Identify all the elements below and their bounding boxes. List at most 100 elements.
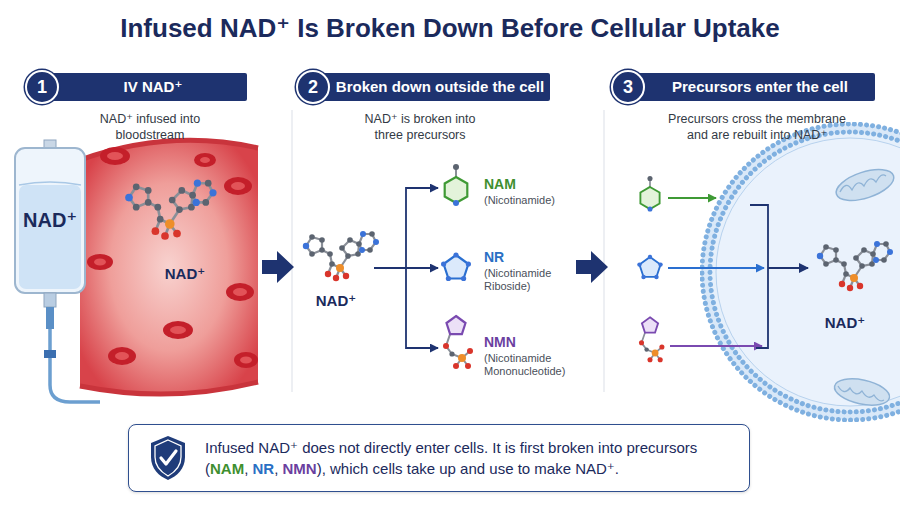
uptake-arrow bbox=[668, 197, 716, 199]
iv-bag bbox=[15, 140, 100, 402]
branch-arrow bbox=[374, 188, 438, 268]
summary-fragment: NMN bbox=[283, 460, 317, 477]
iv-bag-box: NAD⁺ bbox=[15, 150, 85, 290]
red-blood-cell bbox=[87, 254, 113, 270]
mitochondrion bbox=[838, 386, 884, 401]
step-header: 2Broken down outside the cell bbox=[296, 70, 550, 104]
step-description: NAD⁺ infused into bloodstream bbox=[95, 111, 205, 143]
branch-arrow bbox=[374, 267, 438, 269]
step-arrow bbox=[262, 251, 608, 283]
nad-molecule bbox=[817, 241, 893, 291]
diagram-title: Infused NAD⁺ Is Broken Down Before Cellu… bbox=[0, 13, 900, 44]
precursor-name: NAM bbox=[484, 176, 516, 192]
red-blood-cell bbox=[231, 182, 245, 190]
branch-arrow bbox=[374, 268, 438, 348]
step-number: 3 bbox=[611, 70, 645, 104]
blood-vessel bbox=[80, 140, 258, 394]
panel-divider bbox=[603, 110, 604, 392]
molecule-box: NAD⁺ bbox=[298, 222, 374, 314]
precursor-name: NMN bbox=[484, 334, 516, 350]
step-arrow bbox=[262, 251, 294, 283]
summary-box: Infused NAD⁺ does not directly enter cel… bbox=[128, 424, 750, 492]
shield-check-icon bbox=[151, 436, 185, 480]
iv-bag bbox=[15, 148, 85, 293]
precursor-molecule bbox=[441, 252, 471, 281]
uptake-arrow bbox=[668, 267, 764, 269]
precursor-molecule bbox=[640, 176, 659, 212]
iv-bag bbox=[19, 182, 81, 185]
shield-check-icon bbox=[151, 436, 185, 480]
step-banner: IV NAD⁺ bbox=[39, 73, 247, 101]
precursor-fullname: (Nicotinamide Riboside) bbox=[484, 267, 588, 293]
red-blood-cell bbox=[233, 288, 247, 296]
step-number: 2 bbox=[296, 70, 330, 104]
blood-vessel bbox=[80, 140, 258, 160]
summary-fragment: , bbox=[274, 460, 282, 477]
uptake-arrow bbox=[668, 198, 808, 348]
uptake-arrow bbox=[750, 205, 768, 348]
nad-molecule bbox=[125, 180, 893, 292]
uptake-arrow bbox=[768, 267, 808, 269]
mitochondrion bbox=[832, 374, 892, 409]
mitochondrion bbox=[832, 163, 897, 206]
molecule-label: NAD⁺ bbox=[815, 314, 875, 332]
precursor-molecule bbox=[637, 255, 663, 279]
iv-bag bbox=[44, 350, 56, 358]
nad-molecule bbox=[303, 231, 379, 281]
panel-divider bbox=[292, 110, 604, 392]
summary-fragment: , bbox=[244, 460, 252, 477]
red-blood-cell bbox=[87, 147, 258, 368]
step-header: 1IV NAD⁺ bbox=[25, 70, 247, 104]
red-blood-cell bbox=[100, 147, 130, 165]
red-blood-cell bbox=[224, 177, 252, 195]
iv-bag bbox=[44, 140, 56, 150]
precursor-box: NR (Nicotinamide Riboside) bbox=[438, 243, 588, 293]
red-blood-cell bbox=[240, 357, 252, 364]
cell-fill bbox=[702, 124, 900, 420]
summary-fragment: ), which cells take up and use to make N… bbox=[317, 460, 619, 477]
precursor-name: NR bbox=[484, 249, 504, 265]
step-arrow bbox=[576, 251, 608, 283]
panel-divider bbox=[291, 110, 292, 392]
step-description: NAD⁺ is broken into three precursors bbox=[355, 111, 485, 143]
shield-check-icon bbox=[155, 440, 181, 476]
precursor-molecule bbox=[443, 316, 473, 369]
red-blood-cell bbox=[234, 352, 258, 368]
membrane-inner bbox=[710, 132, 900, 412]
mitochondrion bbox=[840, 175, 886, 192]
red-blood-cell bbox=[94, 259, 106, 266]
summary-text: Infused NAD⁺ does not directly enter cel… bbox=[205, 437, 737, 479]
precursor-fullname: (Nicotinamide Mononucleotide) bbox=[484, 352, 588, 378]
precursor-box: NAM (Nicotinamide) bbox=[438, 163, 588, 213]
cell-outline bbox=[700, 122, 900, 422]
step-banner: Broken down outside the cell bbox=[310, 73, 550, 101]
shield-check-icon bbox=[161, 451, 176, 464]
red-blood-cell bbox=[200, 157, 210, 163]
step-banner: Precursors enter the cell bbox=[625, 73, 875, 101]
red-blood-cell bbox=[226, 283, 254, 301]
iv-bag bbox=[46, 307, 54, 329]
precursor-box: NMN (Nicotinamide Mononucleotide) bbox=[438, 318, 588, 378]
uptake-arrow bbox=[670, 345, 762, 347]
iv-bag bbox=[44, 293, 56, 307]
precursor-fullname: (Nicotinamide) bbox=[484, 194, 588, 207]
red-blood-cell bbox=[107, 152, 123, 160]
precursor-molecule bbox=[445, 164, 468, 206]
molecule-label: NAD⁺ bbox=[298, 292, 374, 310]
red-blood-cell bbox=[194, 153, 216, 167]
summary-fragment: NAM bbox=[210, 460, 244, 477]
precursor-molecule bbox=[441, 164, 664, 369]
red-blood-cell bbox=[108, 347, 136, 365]
step-number: 1 bbox=[25, 70, 59, 104]
cytoplasm bbox=[716, 138, 900, 406]
blood-vessel bbox=[80, 382, 258, 394]
iv-bag bbox=[50, 329, 100, 402]
membrane-outer bbox=[702, 124, 900, 420]
step-header: 3Precursors enter the cell bbox=[611, 70, 875, 104]
red-blood-cell bbox=[170, 326, 186, 334]
cell-body: NAD⁺ bbox=[700, 122, 900, 422]
molecule-label: NAD⁺ bbox=[160, 265, 210, 283]
iv-bag bbox=[19, 185, 81, 289]
bag-label: NAD⁺ bbox=[15, 208, 85, 232]
